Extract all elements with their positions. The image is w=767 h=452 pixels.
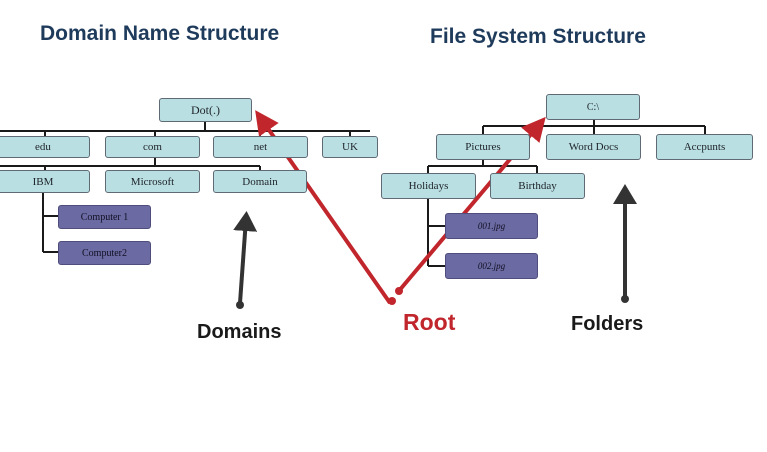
- root-arrow-origin: [388, 297, 396, 305]
- dns-node-ibm: IBM: [0, 170, 90, 193]
- fs-folder-holidays: Holidays: [381, 173, 476, 199]
- folders-pointer-origin: [621, 295, 629, 303]
- dns-tld-node-com: com: [105, 136, 200, 158]
- fs-folder-birthday: Birthday: [490, 173, 585, 199]
- dns-tld-node-edu: edu: [0, 136, 90, 158]
- root-label: Root: [403, 309, 456, 335]
- dns-node-microsoft: Microsoft: [105, 170, 200, 193]
- dns-host-computer-1: Computer 1: [58, 205, 151, 229]
- dns-node-domain: Domain: [213, 170, 307, 193]
- domains-pointer-origin: [236, 301, 244, 309]
- fs-folder-word-docs: Word Docs: [546, 134, 641, 160]
- dns-tree-lines: [0, 122, 370, 253]
- dns-root-node: Dot(.): [159, 98, 252, 122]
- folders-label: Folders: [571, 313, 644, 335]
- root-arrow-origin-2: [395, 287, 403, 295]
- fs-folder-pictures: Pictures: [436, 134, 530, 160]
- fs-folder-accounts: Accpunts: [656, 134, 753, 160]
- domains-label: Domains: [197, 321, 282, 343]
- dns-tld-node-uk: UK: [322, 136, 378, 158]
- fs-file-002: 002.jpg: [445, 253, 538, 279]
- fs-root-node: C:\: [546, 94, 640, 120]
- dns-host-computer-2: Computer2: [58, 241, 151, 265]
- fs-file-001: 001.jpg: [445, 213, 538, 239]
- fs-structure-title: File System Structure: [430, 25, 646, 48]
- domains-pointer-arrow: [233, 211, 258, 304]
- dns-tld-node-net: net: [213, 136, 308, 158]
- dns-structure-title: Domain Name Structure: [40, 22, 280, 45]
